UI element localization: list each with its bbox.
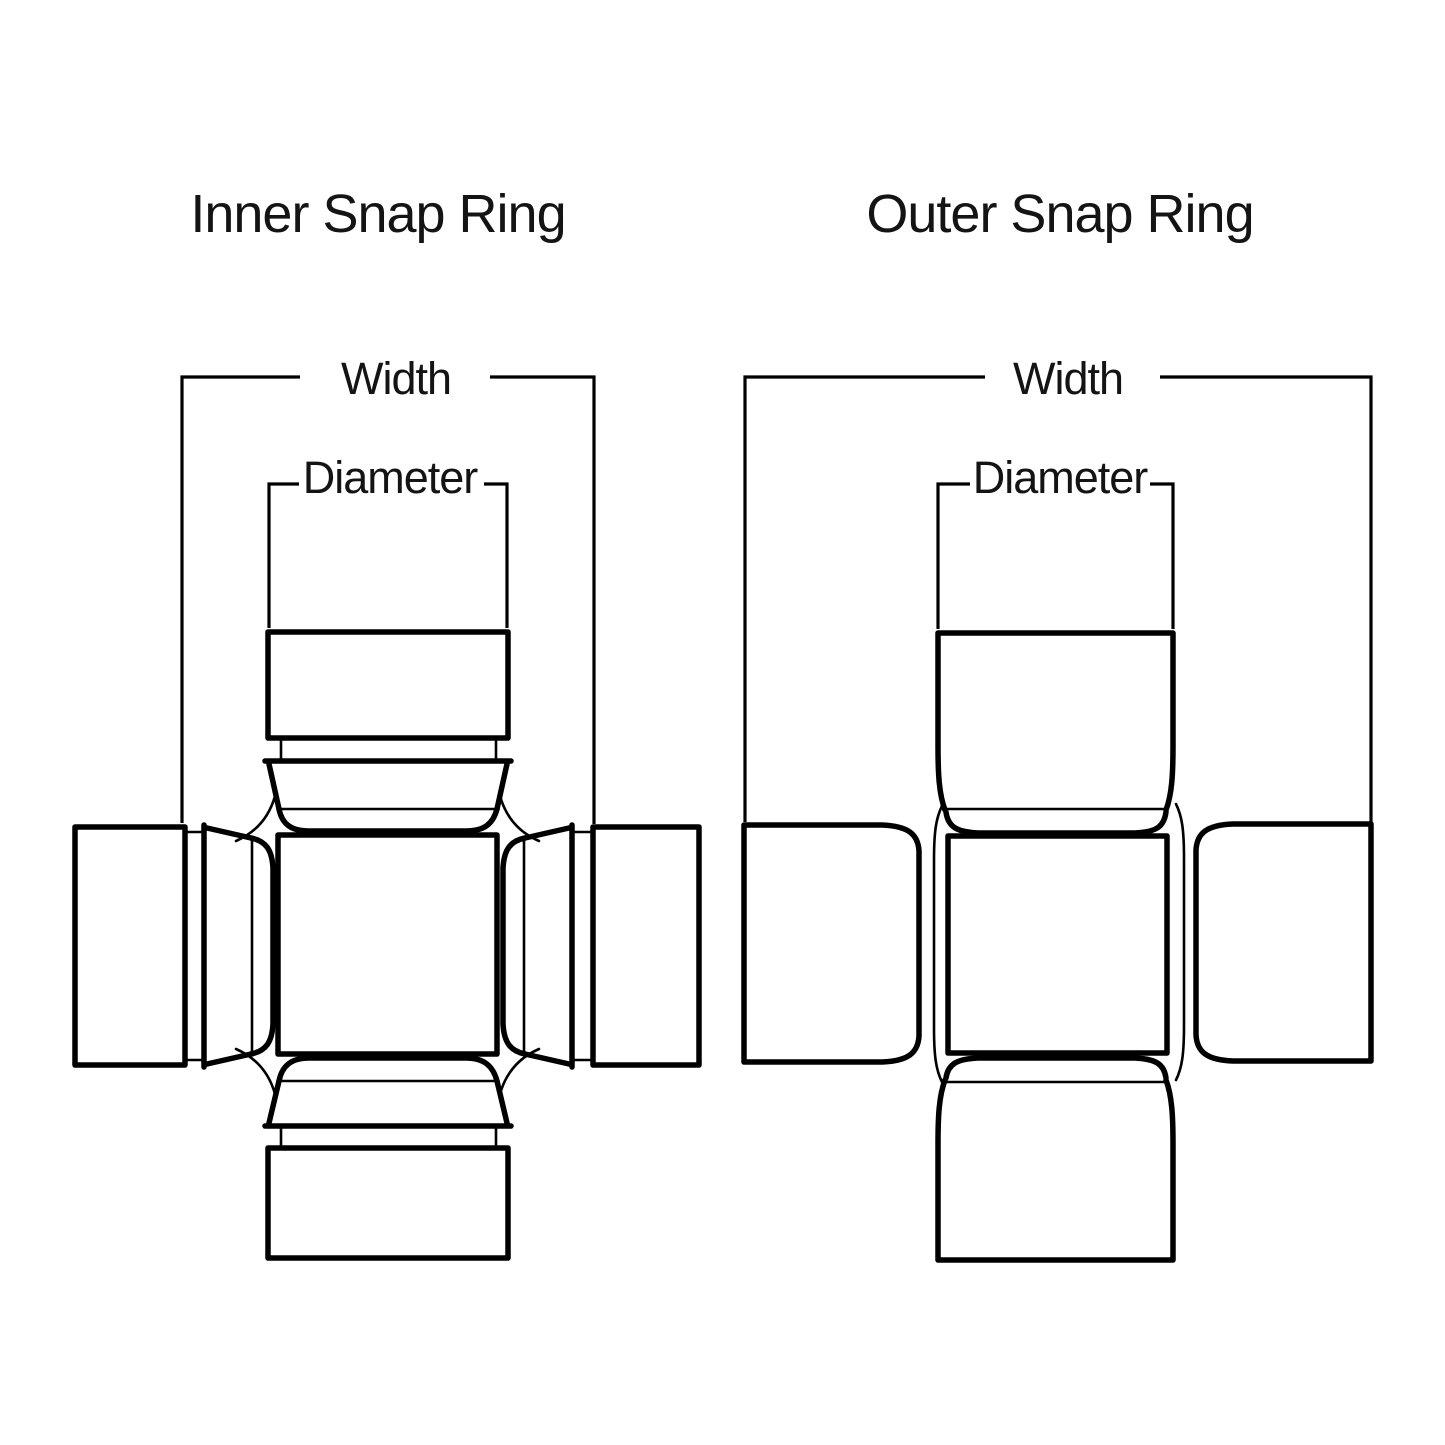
diameter-dimension-line-right [1150, 482, 1175, 629]
seal-dome [248, 835, 276, 1057]
width-label-inner: Width [341, 353, 451, 404]
trunnion-fillets [234, 794, 541, 1096]
inner-snap-ring-diagram: Inner Snap Ring Width Diameter [72, 184, 702, 1261]
snap-ring-groove [279, 736, 498, 763]
cap-inner-face [943, 809, 1169, 836]
bearing-cup [265, 629, 511, 741]
bearing-cup [590, 824, 702, 1068]
bottom-bearing-cap [935, 1055, 1176, 1263]
outer-joint-drawing [741, 630, 1374, 1263]
width-dimension-line-right [1160, 375, 1373, 822]
seal-taper [266, 1078, 510, 1126]
bearing-cup [935, 630, 1176, 813]
fillet-right [1174, 802, 1186, 1082]
snap-ring-groove [279, 1124, 498, 1150]
diameter-dimension-line-left [936, 482, 970, 629]
fillet-bottom-right [498, 1047, 541, 1096]
width-dimension-inner: Width [180, 353, 596, 824]
diameter-dimension-line-right [484, 482, 509, 628]
fillet-bottom-left [234, 1047, 277, 1096]
snap-ring-groove [570, 830, 595, 1062]
top-bearing-cap [935, 630, 1176, 836]
fillet-top-left [234, 794, 277, 843]
trunnion-fillets [932, 802, 1186, 1084]
bearing-cup [72, 824, 188, 1068]
snap-ring-groove [183, 830, 205, 1062]
top-bearing-cap [262, 629, 514, 834]
seal-taper [266, 761, 510, 812]
fillet-left [932, 804, 944, 1084]
left-bearing-cap [741, 822, 922, 1065]
seal-dome [500, 835, 528, 1057]
diameter-dimension-inner: Diameter [267, 452, 509, 628]
width-label-outer: Width [1013, 353, 1123, 404]
width-dimension-line-right [490, 375, 596, 824]
diameter-dimension-outer: Diameter [936, 452, 1175, 629]
right-bearing-cap [1193, 821, 1374, 1064]
bearing-cup [935, 1077, 1176, 1263]
inner-joint-drawing [72, 629, 702, 1261]
width-dimension-line-left [180, 375, 300, 823]
seal-dome [276, 1055, 500, 1084]
diagram-title-outer: Outer Snap Ring [866, 184, 1253, 244]
diagram-title-inner: Inner Snap Ring [190, 184, 565, 244]
bottom-bearing-cap [262, 1055, 514, 1261]
outer-snap-ring-diagram: Outer Snap Ring Width Diameter [741, 184, 1374, 1263]
diameter-label-outer: Diameter [973, 452, 1149, 503]
fillet-top-right [498, 794, 541, 843]
left-bearing-cap [72, 822, 276, 1070]
cross-body [945, 833, 1170, 1056]
diameter-label-inner: Diameter [303, 452, 479, 503]
width-dimension-line-left [743, 375, 985, 822]
seal-dome [276, 806, 500, 834]
cross-body [275, 832, 500, 1057]
cap-inner-face [943, 1055, 1169, 1081]
bearing-cup [265, 1145, 511, 1261]
width-dimension-outer: Width [743, 353, 1373, 822]
diameter-dimension-line-left [267, 482, 299, 628]
